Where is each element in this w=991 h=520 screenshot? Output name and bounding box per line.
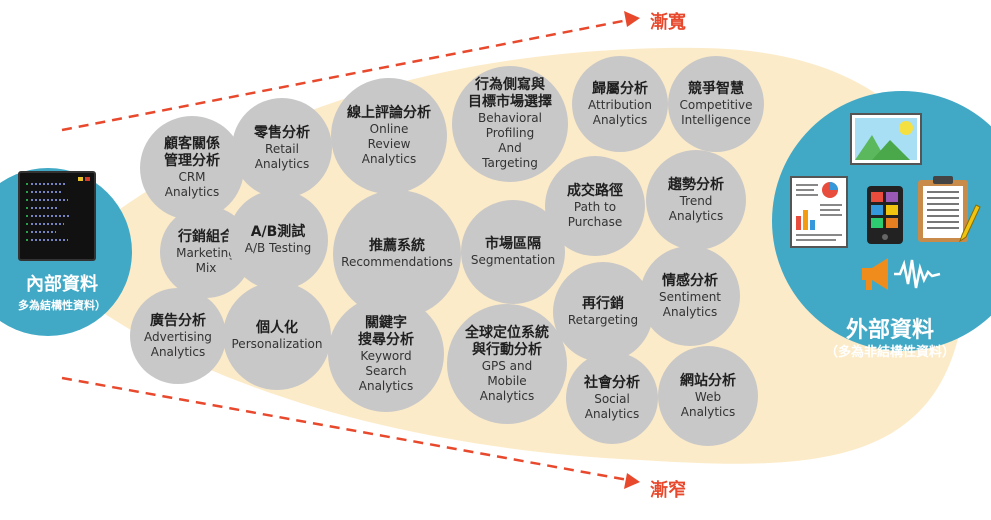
bottom-dashed-arrow-line (61, 376, 629, 482)
bubble-english-label: Social Analytics (584, 391, 640, 421)
bubble-english-label: Trend Analytics (668, 193, 724, 223)
landscape-picture-icon (850, 113, 922, 165)
report-document-icon (790, 176, 848, 248)
bottom-arrow-label: 漸窄 (650, 480, 686, 501)
bubble-chinese-label: 情感分析 (662, 272, 718, 289)
bubble-chinese-label: 再行銷 (582, 296, 624, 312)
analytics-bubble-12: 趨勢分析 Trend Analytics (646, 150, 746, 250)
internal-data-title: 內部資料 (26, 274, 98, 295)
bubble-english-label: Keyword Search Analytics (358, 348, 414, 393)
top-dashed-arrow-line (61, 18, 629, 132)
bubble-chinese-label: 社會分析 (584, 374, 640, 391)
bubble-chinese-label: 全球定位系統 與行動分析 (465, 324, 549, 358)
bubble-english-label: Attribution Analytics (588, 97, 652, 127)
top-arrowhead-icon (624, 11, 640, 27)
analytics-bubble-17: 再行銷 Retargeting (553, 262, 653, 362)
analytics-bubble-5: 歸屬分析 Attribution Analytics (572, 56, 668, 152)
bubble-chinese-label: 顧客關係 管理分析 (164, 136, 220, 169)
analytics-bubble-1: 顧客關係 管理分析 CRM Analytics (140, 116, 244, 220)
internal-data-subtitle: 多為結構性資料） (18, 299, 106, 312)
analytics-bubble-15: 關鍵字 搜尋分析 Keyword Search Analytics (328, 296, 444, 412)
bubble-chinese-label: 零售分析 (254, 124, 310, 141)
smartphone-apps-icon (867, 186, 903, 244)
analytics-bubble-4: 行為側寫與 目標市場選擇 Behavioral Profiling And Ta… (452, 66, 568, 182)
analytics-bubble-19: 社會分析 Social Analytics (566, 352, 658, 444)
bubble-english-label: Web Analytics (680, 389, 736, 419)
terminal-screen-icon (18, 171, 96, 261)
bubble-chinese-label: 推薦系統 (369, 238, 425, 254)
bubble-english-label: Advertising Analytics (144, 329, 212, 359)
bubble-english-label: Recommendations (341, 255, 453, 269)
bubble-english-label: Competitive Intelligence (679, 97, 753, 127)
analytics-bubble-3: 線上評論分析 Online Review Analytics (331, 78, 447, 194)
analytics-bubble-18: 情感分析 Sentiment Analytics (640, 246, 740, 346)
top-arrow-label: 漸寬 (650, 12, 686, 33)
bubble-english-label: GPS and Mobile Analytics (479, 358, 535, 403)
bubble-english-label: A/B Testing (244, 241, 312, 255)
analytics-bubble-8: A/B測試 A/B Testing (228, 190, 328, 290)
bubble-chinese-label: 關鍵字 搜尋分析 (358, 314, 414, 348)
bubble-chinese-label: 廣告分析 (150, 312, 206, 329)
bubble-chinese-label: 行銷組合 (178, 228, 234, 245)
bubble-english-label: Path to Purchase (567, 199, 623, 229)
analytics-bubble-16: 全球定位系統 與行動分析 GPS and Mobile Analytics (447, 304, 567, 424)
analytics-bubble-13: 廣告分析 Advertising Analytics (130, 288, 226, 384)
bubble-chinese-label: 行為側寫與 目標市場選擇 (468, 77, 552, 110)
bubble-english-label: Online Review Analytics (361, 122, 417, 166)
analytics-bubble-11: 成交路徑 Path to Purchase (545, 156, 645, 256)
bubble-english-label: Personalization (231, 337, 323, 351)
bubble-chinese-label: 線上評論分析 (347, 105, 431, 121)
clipboard-checklist-icon (918, 176, 981, 243)
megaphone-soundwave-icon (862, 258, 941, 290)
external-data-subtitle: （多為非結構性資料） (824, 345, 955, 360)
analytics-bubble-14: 個人化 Personalization (223, 282, 331, 390)
bubble-chinese-label: 競爭智慧 (688, 80, 744, 97)
bottom-arrowhead-icon (624, 473, 640, 489)
bubble-english-label: Retail Analytics (254, 141, 310, 171)
bubble-english-label: Sentiment Analytics (658, 289, 722, 319)
bubble-english-label: Segmentation (470, 253, 556, 267)
bubble-chinese-label: 個人化 (256, 320, 298, 336)
analytics-bubble-20: 網站分析 Web Analytics (658, 346, 758, 446)
bubble-chinese-label: 歸屬分析 (592, 80, 648, 97)
external-data-title: 外部資料 (845, 318, 934, 343)
analytics-bubble-6: 競爭智慧 Competitive Intelligence (668, 56, 764, 152)
analytics-bubble-2: 零售分析 Retail Analytics (232, 98, 332, 198)
bubble-english-label: Marketing Mix (176, 245, 236, 275)
bubble-chinese-label: 市場區隔 (485, 236, 541, 252)
bubble-chinese-label: 網站分析 (680, 372, 736, 389)
bubble-chinese-label: A/B測試 (250, 224, 306, 240)
bubble-english-label: CRM Analytics (164, 170, 220, 199)
bubble-chinese-label: 趨勢分析 (668, 176, 724, 193)
bubble-english-label: Retargeting (567, 313, 639, 327)
bubble-english-label: Behavioral Profiling And Targeting (478, 111, 542, 170)
bubble-chinese-label: 成交路徑 (567, 182, 623, 199)
